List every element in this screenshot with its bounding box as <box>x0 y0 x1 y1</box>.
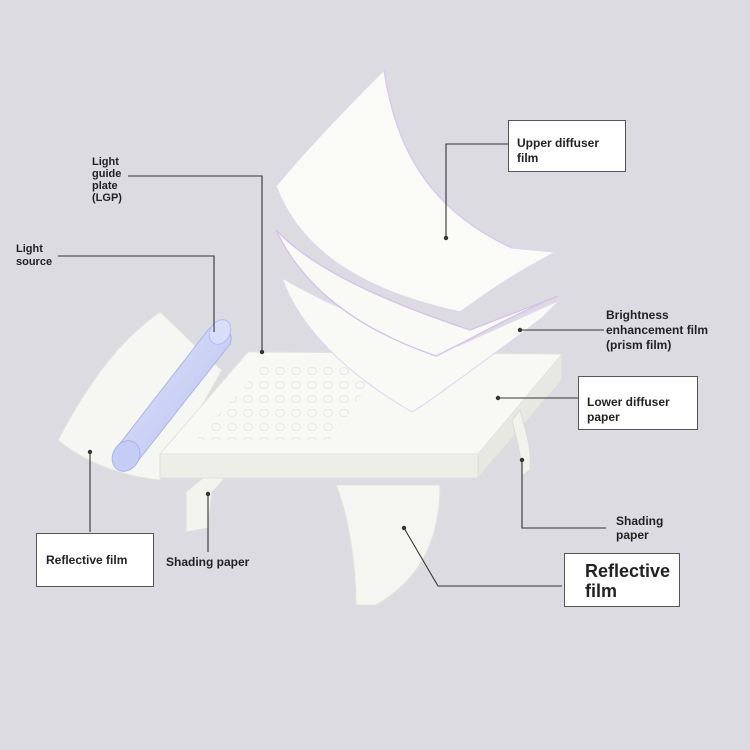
leader-lines <box>58 143 606 587</box>
light-source-tube <box>111 319 232 472</box>
leader-lgp <box>128 175 263 352</box>
leader-dots <box>87 235 525 531</box>
reflective-film-right-shape <box>335 484 441 606</box>
leader-upper-diffuser <box>445 143 508 238</box>
prism-film-shape <box>275 229 559 357</box>
light-guide-plate-dots <box>196 366 380 440</box>
label-shading-paper-right: Shading paper <box>616 514 664 542</box>
label-lower-diffuser-paper: Lower diffuser paper <box>578 376 698 430</box>
label-shading-paper-left: Shading paper <box>166 555 250 569</box>
label-upper-diffuser-film: Upper diffuser film <box>508 120 626 172</box>
label-brightness-film: Brightness enhancement film (prism film) <box>606 308 709 352</box>
light-guide-plate-front <box>159 453 479 479</box>
shading-paper-right-shape <box>511 408 531 477</box>
label-reflective-film-right: Reflective film <box>564 553 680 607</box>
upper-diffuser-edge <box>383 69 513 249</box>
leader-shading-right <box>521 460 606 529</box>
leader-light-source <box>58 255 215 332</box>
label-reflective-film-left: Reflective film <box>36 533 154 587</box>
leader-reflective-right <box>403 527 562 587</box>
label-light-source: Light source <box>16 243 53 268</box>
label-light-guide-plate: Light guide plate (LGP) <box>92 156 122 204</box>
